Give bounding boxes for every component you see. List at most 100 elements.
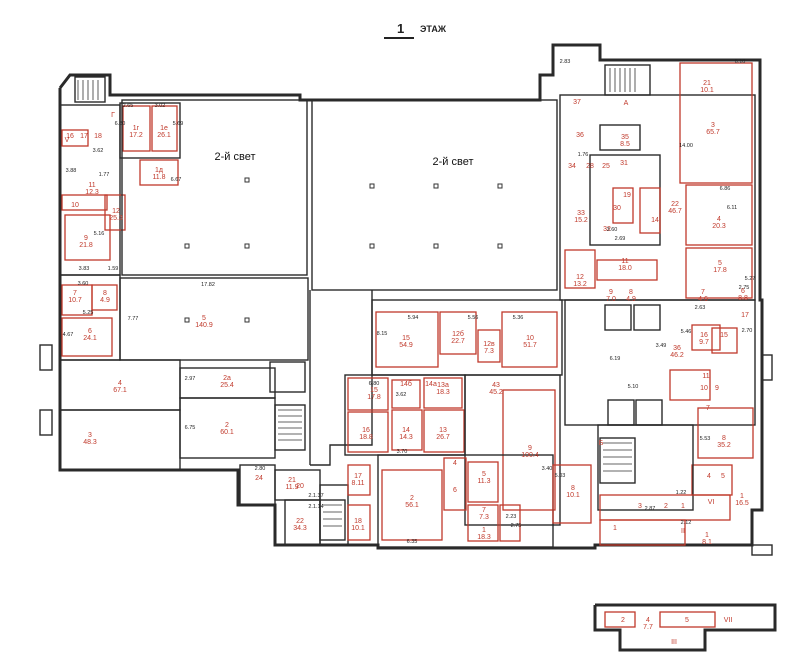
room-number: 2: [621, 617, 625, 624]
room-number: 16: [66, 133, 74, 140]
room-number: 1д: [155, 167, 163, 174]
room-area: 7.3: [484, 348, 494, 355]
room-area: 26.7: [436, 434, 450, 441]
room-number: 5: [721, 473, 725, 480]
room-number: 5: [202, 315, 206, 322]
room-number: Б: [599, 440, 604, 447]
room-number: 6: [741, 288, 745, 295]
room-area: 48.3: [83, 439, 97, 446]
central-block: [344, 299, 592, 548]
room-area: 56.1: [405, 502, 419, 509]
room-number: 1: [482, 527, 486, 534]
dimension-label: 3.88: [66, 168, 77, 174]
room-number: 15: [370, 387, 378, 394]
dimension-label: 6.35: [407, 539, 418, 545]
room-number: 1е: [160, 125, 168, 132]
room-number: 24: [255, 475, 263, 482]
left-wing: [59, 102, 309, 471]
room-number: 8: [103, 290, 107, 297]
room-number: 4: [118, 380, 122, 387]
room-number: 2: [410, 495, 414, 502]
dimension-label: 2.75: [739, 285, 750, 291]
room-number: 18: [354, 518, 362, 525]
room-number: 12б: [452, 330, 464, 338]
annex: [593, 603, 777, 652]
room-number: 34: [568, 163, 576, 170]
stair-ne: [604, 64, 651, 96]
dimension-label: 3.40: [542, 466, 553, 472]
stair-south: [319, 499, 346, 541]
room-area: 10.1: [700, 87, 714, 94]
room-area: 46.2: [670, 352, 684, 359]
room-number: Г: [111, 112, 115, 119]
dimension-label: 14.00: [679, 143, 693, 149]
west-windows: [39, 344, 773, 556]
room-number: 14: [651, 217, 659, 224]
room-area: 21.8: [79, 242, 93, 249]
dimension-label: 2.80: [255, 466, 266, 472]
room-number: 9: [528, 445, 532, 452]
floor-label: ЭТАЖ: [420, 24, 446, 34]
room-number: 22: [671, 201, 679, 208]
room-number: 21: [288, 477, 296, 484]
room-number: 12в: [483, 341, 495, 348]
room-area: 45.2: [489, 389, 503, 396]
room-area: 17.8: [367, 394, 381, 401]
room-number: 21: [703, 80, 711, 87]
room-number: 30: [613, 205, 621, 212]
light-label-1: 2-й свет: [215, 151, 256, 163]
dimension-label: 1.22: [676, 490, 687, 496]
title-underline: [384, 37, 414, 39]
dimension-label: 2.70: [742, 328, 753, 334]
room-number: II: [681, 528, 685, 535]
staircases: [74, 64, 651, 541]
room-area: 18.0: [618, 265, 632, 272]
room-area: 10.7: [68, 297, 82, 304]
room-area: 8.8: [738, 295, 748, 302]
room-area: 140.9: [195, 322, 213, 329]
room-area: 20.3: [712, 223, 726, 230]
dimension-label: 4.67: [63, 332, 74, 338]
room-number: 11: [702, 373, 709, 380]
room-number: 8: [629, 289, 633, 296]
east-wing: [559, 62, 756, 546]
dimension-label: 2.65: [123, 103, 134, 109]
room-number: 7: [482, 507, 486, 514]
room-area: 22.7: [451, 338, 465, 345]
room-area: 46.7: [668, 208, 682, 215]
room-number: 14а: [425, 381, 437, 388]
room-number: 17: [741, 312, 749, 319]
room-area: 25.3: [109, 215, 123, 222]
room-number: 17: [354, 473, 362, 480]
room-area: 7.3: [479, 514, 489, 521]
room-number: 14: [402, 427, 410, 434]
dimension-label: 6.80: [369, 381, 380, 387]
room-number: 3: [711, 122, 715, 129]
dimension-label: 5.53: [700, 436, 711, 442]
room-number: 36: [673, 345, 681, 352]
room-number: 15: [402, 335, 410, 342]
room-area: 11.8: [152, 174, 165, 181]
dimension-label: 2.83: [560, 59, 571, 65]
room-area: 8.1: [702, 539, 712, 546]
room-number: 1г: [133, 125, 140, 132]
room-number: 9: [609, 289, 613, 296]
dimension-label: 2.97: [185, 376, 196, 382]
room-number: 36: [576, 132, 584, 139]
dimension-label: 5.27: [745, 276, 756, 282]
dimension-label: 6.75: [185, 425, 196, 431]
room-area: 15.2: [574, 217, 588, 224]
room-number: 8: [722, 435, 726, 442]
room-area: 4.9: [100, 297, 110, 304]
room-number: 17: [80, 133, 88, 140]
room-area: 24.1: [83, 335, 97, 342]
room-number: 2: [664, 503, 668, 510]
room-area: 17.8: [713, 267, 727, 274]
dimension-label: 2.63: [695, 305, 706, 311]
room-number: 1: [681, 503, 685, 510]
room-number: 19: [623, 192, 631, 199]
room-number: 12: [112, 208, 120, 215]
light-label-2: 2-й свет: [433, 156, 474, 168]
room-number: 11: [88, 182, 95, 189]
